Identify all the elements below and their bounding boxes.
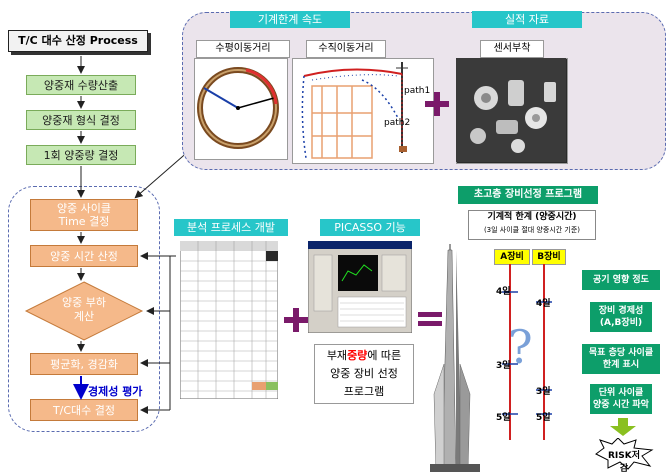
level-b-5: 5일 — [536, 410, 551, 423]
horizontal-label: 수평이동거리 — [196, 40, 290, 58]
picasso-label: PICASSO 기능 — [320, 219, 420, 236]
sensor-label: 센서부착 — [480, 40, 544, 58]
note-schedule-impact: 공기 영향 정도 — [582, 270, 660, 290]
weight-highlight: 중량 — [347, 349, 367, 362]
spreadsheet-image — [180, 241, 278, 399]
path2-label: path2 — [384, 118, 410, 128]
tower-building — [430, 244, 494, 472]
vertical-label: 수직이동거리 — [306, 40, 386, 58]
program-title: 초고층 장비선정 프로그램 — [458, 186, 598, 204]
question-mark-icon: ? — [508, 320, 533, 374]
level-b-4: 4일 — [536, 296, 551, 309]
equip-a-label: A장비 — [494, 249, 530, 265]
vertical-path-diagram — [292, 58, 432, 162]
down-arrow-icon — [610, 418, 636, 436]
perf-data-label: 실적 자료 — [472, 11, 582, 28]
level-b-3: 3일 — [536, 384, 551, 397]
analysis-label: 분석 프로세스 개발 — [174, 219, 288, 236]
note-unit-cycle: 단위 사이클 양중 시간 파악 — [590, 384, 652, 414]
limit-box: 기계적 한계 (양중시간) (3일 사이클 절대 양중시간 기준) — [468, 210, 596, 240]
note-equip-economy: 장비 경제성 (A,B장비) — [590, 302, 652, 332]
mech-speed-label: 기계한계 속도 — [230, 11, 350, 28]
plus-icon — [425, 90, 449, 118]
program-description: 부재중량에 따른 양중 장비 선정 프로그램 — [314, 344, 414, 404]
note-cycle-limit: 목표 층당 사이클 한계 표시 — [582, 344, 660, 374]
horizontal-circle-diagram — [194, 58, 286, 158]
level-a-5: 5일 — [496, 410, 511, 423]
risk-label: RISK저감 — [604, 448, 644, 474]
picasso-screenshot — [308, 241, 412, 333]
sensor-devices-graphic — [456, 58, 566, 162]
level-a-4: 4일 — [496, 284, 511, 297]
equip-b-label: B장비 — [532, 249, 566, 265]
plus-icon-middle — [284, 306, 308, 334]
